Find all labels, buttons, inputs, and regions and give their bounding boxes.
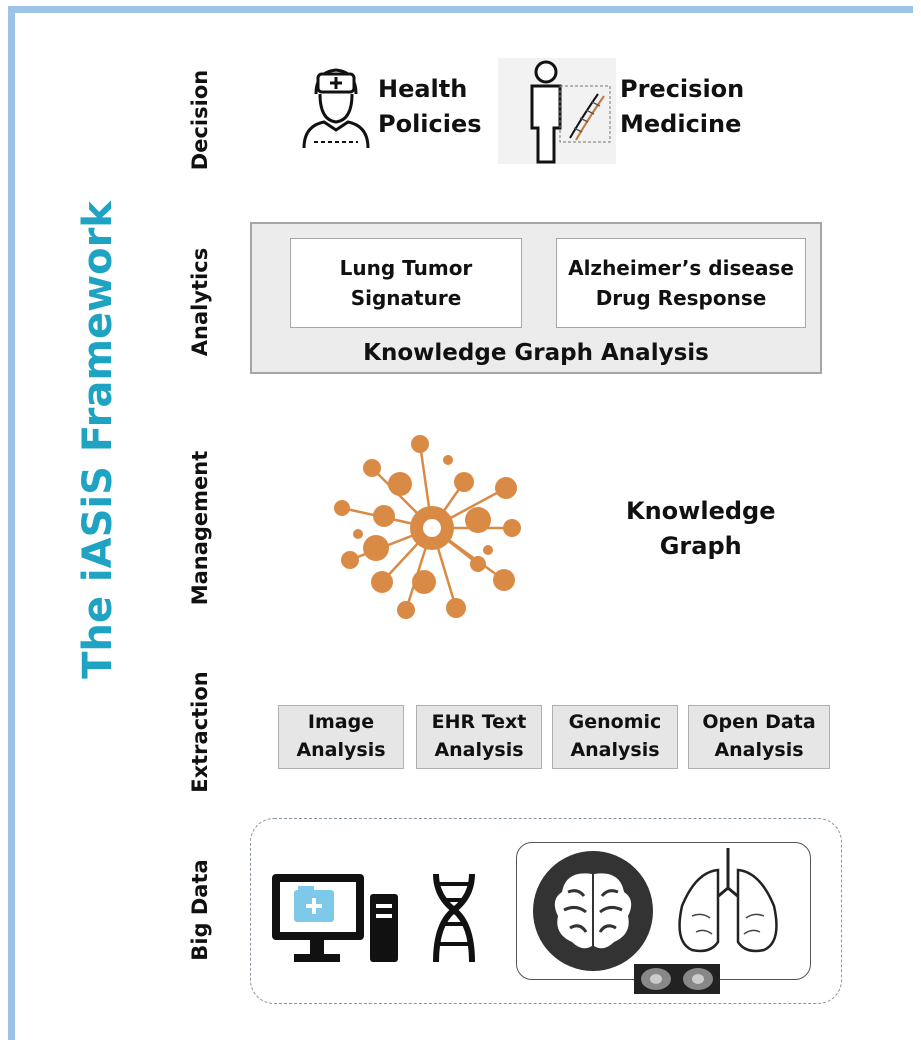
layer-label-analytics: Analytics (188, 247, 212, 357)
layer-label-decision: Decision (188, 69, 212, 171)
knowledge-graph-label: Knowledge Graph (626, 497, 776, 560)
layer-label-extraction: Extraction (188, 671, 212, 793)
brain-icon (533, 851, 653, 971)
framework-title: The iASiS Framework (75, 201, 121, 679)
health-policies-label: Health Policies (378, 75, 482, 138)
alzheimer-box: Alzheimer’s disease Drug Response (556, 238, 806, 328)
person-dna-icon (498, 58, 616, 164)
knowledge-graph-icon (334, 435, 521, 619)
doctor-icon (302, 68, 370, 149)
layer-label-management: Management (188, 450, 212, 606)
dna-icon (433, 873, 475, 963)
figure-frame (8, 6, 913, 1040)
knowledge-graph-analysis-caption: Knowledge Graph Analysis (363, 340, 709, 366)
lung-tumor-box: Lung Tumor Signature (290, 238, 522, 328)
big-data-container (250, 818, 842, 1004)
mri-scan-icon (634, 964, 720, 994)
precision-medicine-label: Precision Medicine (620, 75, 745, 138)
layer-label-big-data: Big Data (188, 859, 212, 961)
computer-icon (272, 874, 398, 962)
lungs-icon (678, 848, 778, 953)
analytics-panel: Lung Tumor Signature Alzheimer’s disease… (250, 222, 822, 374)
